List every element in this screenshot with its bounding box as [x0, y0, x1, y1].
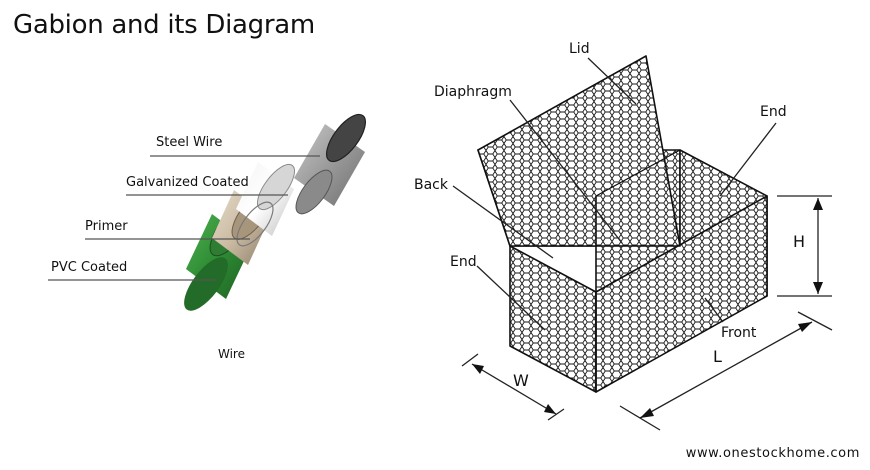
primer-label: Primer — [85, 219, 128, 234]
website-watermark: www.onestockhome.com — [685, 446, 860, 461]
lid-panel — [477, 55, 681, 247]
gabion-box — [477, 55, 768, 393]
wire-caption: Wire — [218, 347, 245, 361]
steel-core — [294, 113, 366, 215]
length-label: L — [713, 347, 722, 366]
wire-illustration: Steel Wire Galvanized Coated Primer PVC … — [48, 113, 366, 361]
back-label: Back — [414, 177, 449, 193]
pvc-coated-label: PVC Coated — [51, 260, 127, 275]
gabion-leaders — [452, 57, 833, 431]
page-title: Gabion and its Diagram — [13, 10, 315, 40]
lid-label: Lid — [569, 41, 590, 57]
end-label-left: End — [450, 254, 477, 270]
dimension-arrowheads — [472, 198, 823, 418]
height-label: H — [793, 232, 805, 251]
end-label-top: End — [760, 104, 787, 120]
galvanized-coated-label: Galvanized Coated — [126, 175, 249, 190]
diaphragm-label: Diaphragm — [434, 84, 512, 100]
galvanized-layer — [236, 162, 295, 247]
front-label: Front — [721, 325, 757, 341]
width-label: W — [513, 371, 529, 390]
steel-wire-label: Steel Wire — [156, 135, 222, 150]
